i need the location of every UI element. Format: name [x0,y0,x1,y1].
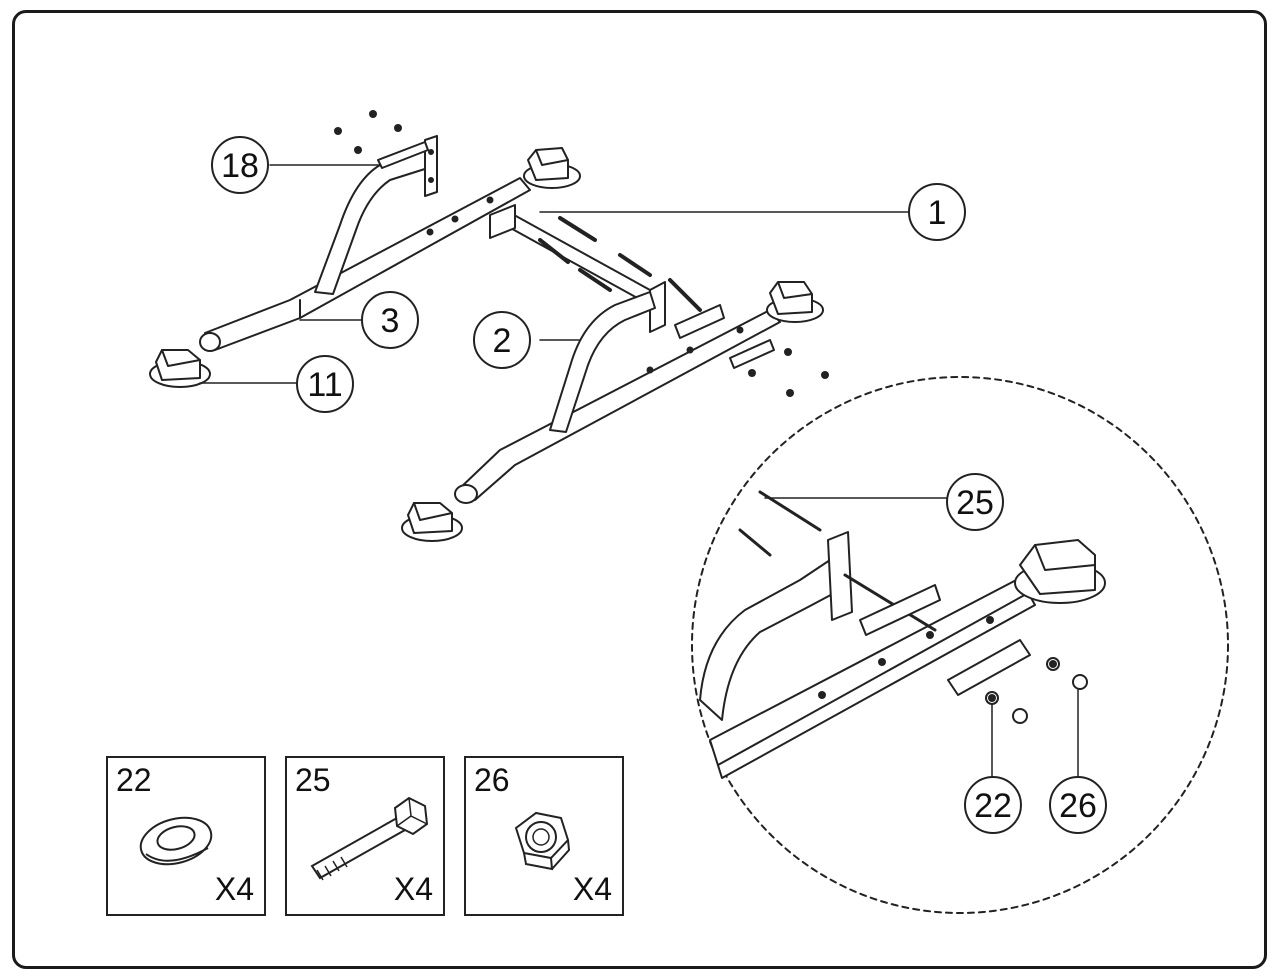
bolt-icon [310,796,429,881]
hardware-quantity: X4 [393,871,433,907]
callout-18: 18 [211,136,269,194]
callout-11: 11 [296,355,354,413]
callout-label: 11 [307,366,342,404]
callout-label: 3 [381,302,400,340]
hardware-box-22: 22 X4 [106,756,266,916]
callout-1: 1 [908,183,966,241]
callout-label: 2 [493,322,512,360]
hardware-quantity: X4 [572,871,612,907]
right-end-cap-top [766,281,824,323]
callout-3: 3 [361,291,419,349]
nut-icon [514,811,571,871]
hardware-number: 26 [474,762,510,798]
loose-hardware-top [334,110,402,154]
hardware-number: 25 [295,762,331,798]
loose-hardware-right [748,348,829,397]
left-base-leg [199,177,531,352]
left-end-cap-bottom [149,349,211,388]
callout-26: 26 [1049,776,1107,834]
detail-circle [691,376,1229,914]
detail-view [699,490,1106,779]
callout-label: 25 [956,484,994,522]
callout-label: 22 [974,787,1012,825]
callout-2: 2 [473,311,531,369]
hardware-box-26: 26 X4 [464,756,624,916]
callout-label: 26 [1059,787,1097,825]
left-end-cap-top [523,147,581,189]
leader-lines [199,164,1079,783]
hardware-number: 22 [116,762,152,798]
callout-22: 22 [964,776,1022,834]
callout-label: 18 [221,147,259,185]
diagram-frame [12,10,1267,969]
hardware-quantity: X4 [214,871,254,907]
hardware-box-25: 25 X4 [285,756,445,916]
left-upright [314,135,438,295]
callout-label: 1 [928,194,947,232]
right-end-cap-bottom [401,502,463,542]
bracket-plate [729,339,775,369]
right-base-leg [454,309,781,504]
callout-25: 25 [946,473,1004,531]
washer-icon [139,816,213,866]
cross-member [489,204,702,333]
